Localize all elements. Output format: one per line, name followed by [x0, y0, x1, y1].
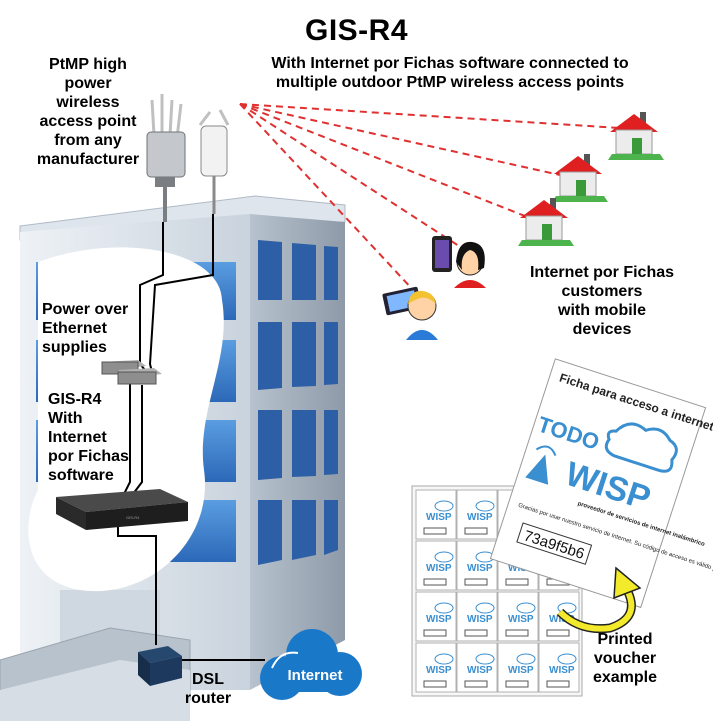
voucher-tile-brand: WISP	[508, 614, 534, 625]
voucher-sheet: WISP WISP WISP WISP WISP WISP WISP WISP WISP WISP…	[411, 485, 583, 697]
voucher-tile-brand: WISP	[549, 665, 575, 676]
wireless-links	[239, 103, 621, 293]
voucher-tile: WISP	[415, 642, 457, 693]
voucher-tile: WISP	[415, 540, 457, 591]
voucher-tile-brand: WISP	[467, 512, 493, 523]
voucher-tile-brand: WISP	[426, 614, 452, 625]
voucher-tile: WISP	[497, 591, 539, 642]
voucher-tile: WISP	[456, 642, 498, 693]
gis-r4-label: GIS-R4 With Internet por Fichas software	[48, 391, 129, 484]
dsl-router-icon	[138, 646, 182, 686]
subtitle-line-2: multiple outdoor PtMP wireless access po…	[275, 74, 625, 91]
device-label: GIS-R4	[126, 515, 140, 520]
ptmp-access-point-outdoor	[198, 109, 230, 214]
customer-house-2	[552, 154, 608, 202]
user-with-phone-icon	[432, 236, 486, 288]
poe-supply-units	[101, 360, 162, 385]
gis-r4-device: GIS-R4	[56, 489, 188, 530]
voucher-tile-brand: WISP	[426, 665, 452, 676]
ptmp-access-point-high-power	[146, 94, 186, 222]
voucher-tile: WISP	[456, 591, 498, 642]
voucher-tile: WISP	[497, 642, 539, 693]
dsl-router-label: DSL router	[184, 671, 232, 707]
internet-cloud-icon: Internet	[260, 629, 362, 700]
printed-voucher-label: Printed voucher example	[592, 631, 658, 686]
voucher-tile: WISP	[456, 489, 498, 540]
poe-label: Power over Ethernet supplies	[42, 301, 129, 356]
voucher-tile-brand: WISP	[508, 665, 534, 676]
access-point-label: PtMP high power wireless access point fr…	[36, 56, 140, 168]
voucher-tile: WISP	[538, 642, 580, 693]
voucher-tile: WISP	[456, 540, 498, 591]
customer-house-3	[518, 198, 574, 246]
internet-label: Internet	[287, 667, 342, 684]
voucher-tile-brand: WISP	[426, 563, 452, 574]
user-with-tablet-icon	[382, 286, 438, 340]
voucher-tile-brand: WISP	[467, 563, 493, 574]
voucher-tile: WISP	[415, 489, 457, 540]
customer-house-1	[608, 112, 664, 160]
diagram-subtitle: With Internet por Fichas software connec…	[230, 54, 670, 92]
curved-arrow-icon	[556, 566, 642, 634]
diagram-title: GIS-R4	[304, 14, 409, 47]
voucher-tile-brand: WISP	[467, 614, 493, 625]
voucher-tile: WISP	[415, 591, 457, 642]
voucher-tile-brand: WISP	[426, 512, 452, 523]
customers-label: Internet por Fichas customers with mobil…	[529, 264, 675, 338]
subtitle-line-1: With Internet por Fichas software connec…	[271, 55, 629, 72]
voucher-tile-brand: WISP	[467, 665, 493, 676]
building-side-windows	[258, 240, 338, 565]
